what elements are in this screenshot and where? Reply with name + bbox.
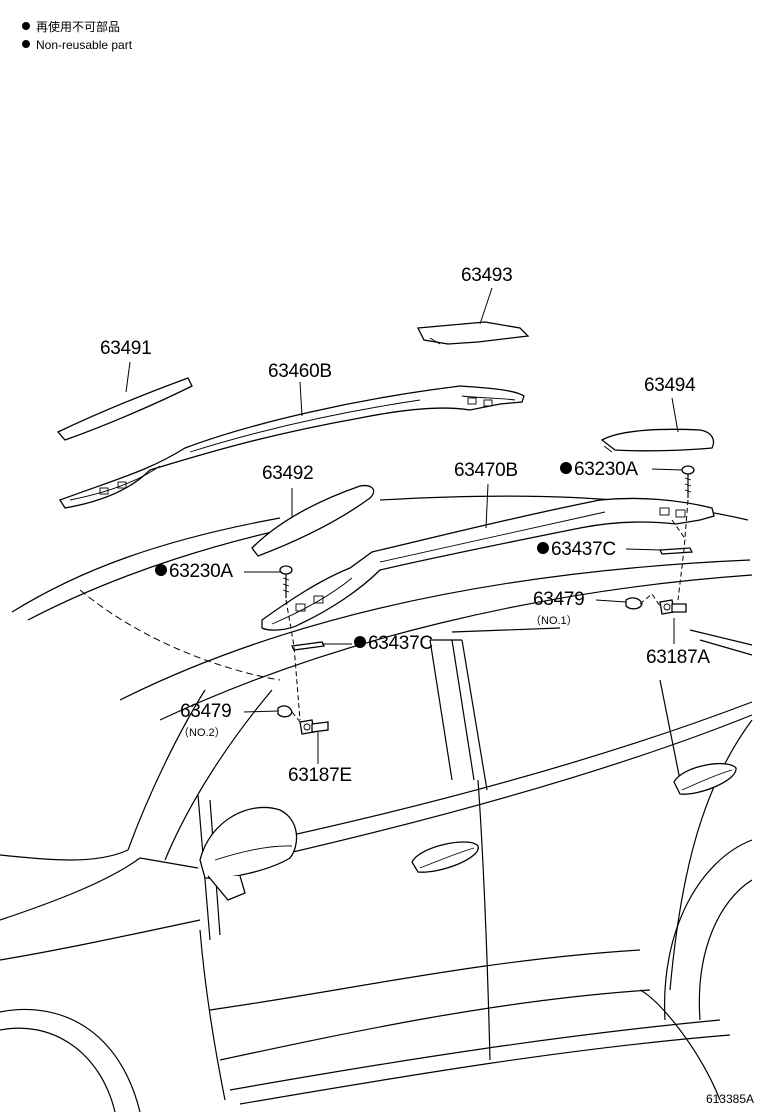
part-63460b-roof-rail: [59, 385, 525, 509]
part-63230a-screw-right: [681, 465, 695, 498]
label-no1: （NO.1）: [530, 615, 578, 627]
label-no2: （NO.2）: [178, 727, 226, 739]
label-63479-no2: 63479: [180, 701, 232, 722]
part-63230a-screw-left: [279, 565, 293, 598]
label-63470b: 63470B: [454, 460, 518, 481]
part-63187a-nut: [659, 599, 687, 615]
label-63187a: 63187A: [646, 647, 710, 668]
vehicle-body-outline: [0, 495, 753, 1112]
non-reusable-bullet-icon: [354, 636, 366, 648]
label-63460b: 63460B: [268, 361, 332, 382]
label-63230a-right: 63230A: [560, 460, 638, 480]
label-63493: 63493: [461, 265, 513, 286]
part-63479-clip-no2: [277, 705, 293, 718]
legend-non-reusable-en: Non-reusable part: [22, 38, 132, 52]
drawing-code: 613385A: [705, 1092, 754, 1106]
label-63437c-left: 63437C: [354, 634, 433, 654]
label-63479-no1: 63479: [533, 589, 585, 610]
part-63493-cover: [416, 321, 530, 345]
non-reusable-bullet-icon: [22, 40, 30, 48]
assembly-lines: [285, 499, 689, 723]
non-reusable-bullet-icon: [560, 462, 572, 474]
non-reusable-bullet-icon: [537, 542, 549, 554]
part-63494-cover: [600, 428, 715, 453]
label-63492: 63492: [262, 463, 314, 484]
leader-lines: [125, 287, 683, 764]
part-63470b-roof-rail: [261, 497, 715, 631]
part-63491-cover: [56, 377, 193, 441]
part-63479-clip-no1: [625, 597, 643, 610]
legend-non-reusable-jp: 再使用不可部品: [22, 20, 120, 34]
part-63437c-tape-right: [658, 547, 694, 555]
label-63491: 63491: [100, 338, 152, 359]
label-63187e: 63187E: [288, 765, 352, 786]
label-63437c-right: 63437C: [537, 540, 616, 560]
part-63187e-nut: [299, 719, 329, 735]
label-63230a-left: 63230A: [155, 562, 233, 582]
part-63492-cover: [251, 484, 375, 557]
label-63494: 63494: [644, 375, 696, 396]
non-reusable-bullet-icon: [155, 564, 167, 576]
non-reusable-bullet-icon: [22, 22, 30, 30]
part-63437c-tape-left: [291, 641, 325, 651]
